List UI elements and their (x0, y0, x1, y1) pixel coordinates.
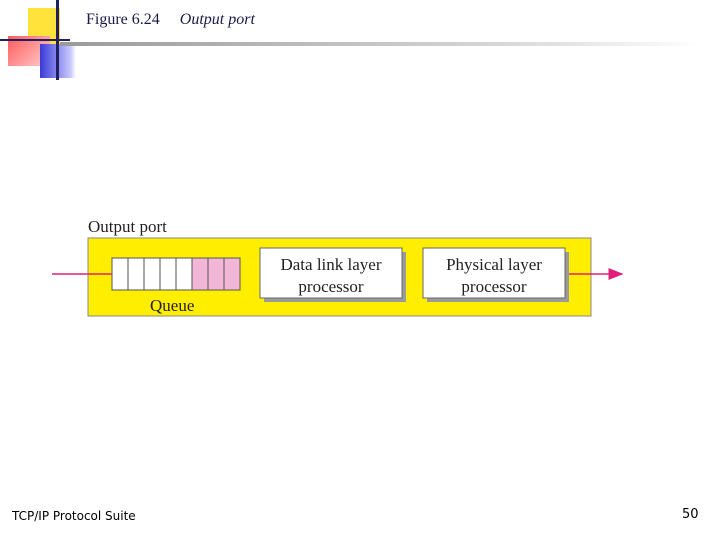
queue-cell-filled (191, 257, 209, 291)
queue-cell-filled (223, 257, 241, 291)
processor-2-line-1: Physical layer (446, 255, 542, 274)
data-link-processor-box (259, 247, 403, 299)
queue-cell-filled (207, 257, 225, 291)
processor-1-line-1: Data link layer (280, 255, 381, 274)
slide-title: Figure 6.24 Output port (86, 11, 255, 29)
figure-number: Figure 6.24 (86, 11, 160, 28)
processor-1-line-2: processor (298, 277, 363, 296)
processor-2-line-2: processor (461, 277, 526, 296)
physical-processor-box (422, 247, 566, 299)
decor-horizontal-line (0, 39, 70, 41)
queue-label: Queue (150, 296, 194, 315)
queue-cell-empty (175, 257, 193, 291)
output-port-label: Output port (88, 217, 167, 236)
queue-cell-empty (127, 257, 145, 291)
footer-source: TCP/IP Protocol Suite (12, 509, 136, 523)
title-rule (60, 42, 700, 46)
figure-caption: Output port (179, 11, 255, 28)
queue-cell-empty (159, 257, 177, 291)
queue (111, 257, 241, 291)
page-number: 50 (682, 507, 699, 522)
queue-cell-empty (111, 257, 129, 291)
queue-cell-empty (143, 257, 161, 291)
